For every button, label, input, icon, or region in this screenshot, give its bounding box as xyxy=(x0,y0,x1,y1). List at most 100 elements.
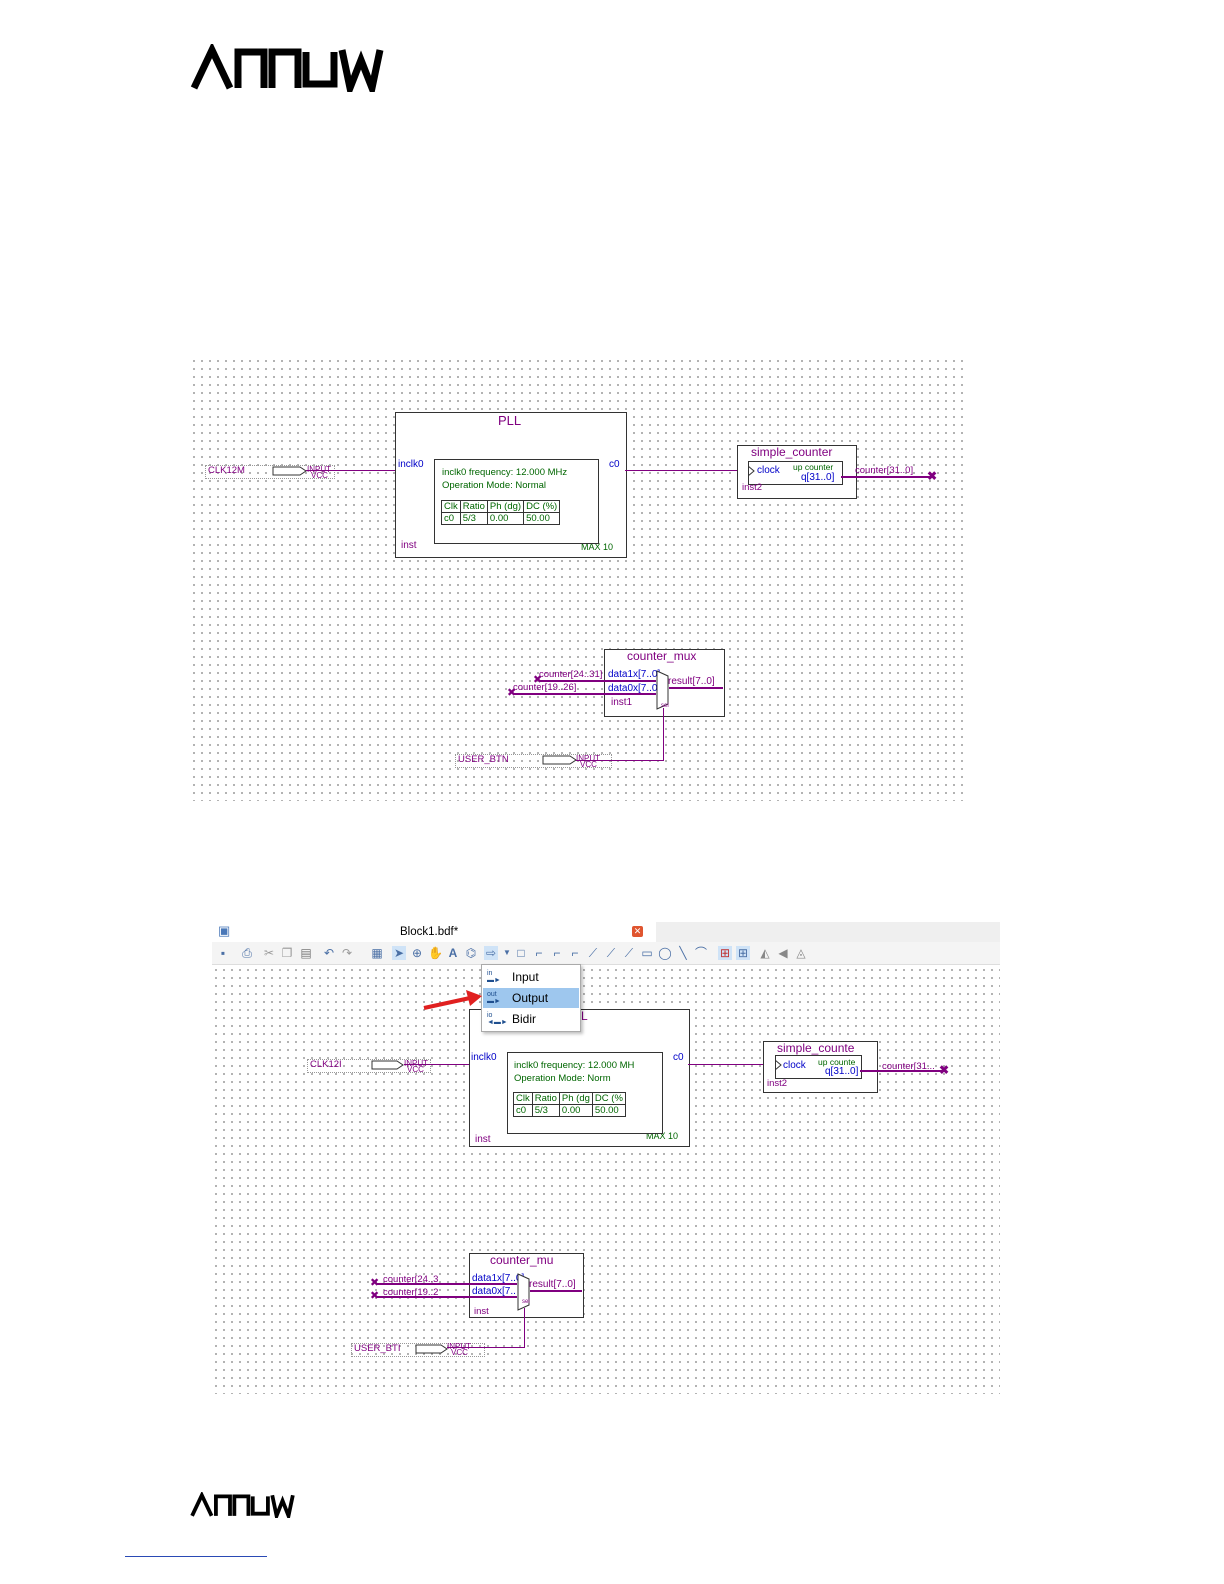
user-btn-pin-type: INPUT xyxy=(447,1343,471,1351)
pll-c0-port: c0 xyxy=(609,459,620,470)
sel-wire-horizontal xyxy=(576,760,663,761)
counter-clock-port: clock xyxy=(783,1060,806,1071)
diagonal-node-icon[interactable]: ⟋ xyxy=(588,946,598,960)
mux-data1-port: data1x[7..0] xyxy=(472,1273,525,1284)
table-header-cell: Ratio xyxy=(459,500,488,513)
c0-wire xyxy=(688,1064,763,1065)
oval-tool-icon[interactable]: ◯ xyxy=(658,946,672,960)
arrow-logo-icon xyxy=(190,1490,295,1523)
mux-data0-port: data0x[7..0] xyxy=(608,683,661,694)
rubberband-icon[interactable]: ⊞ xyxy=(736,946,750,960)
menu-item-label: Output xyxy=(512,991,549,1005)
counter-mux-title: counter_mu xyxy=(490,1253,554,1267)
counter-inst-label: inst2 xyxy=(742,482,763,493)
cut-icon[interactable]: ✂ xyxy=(263,946,275,960)
mux-in0-bus xyxy=(377,1296,517,1298)
close-tab-button[interactable]: ✕ xyxy=(632,926,643,937)
hand-tool-icon[interactable]: ✋ xyxy=(428,946,443,960)
input-pin-icon xyxy=(371,1060,404,1070)
mux-in1-label: counter[24..3 xyxy=(383,1274,439,1285)
counter-output-label: counter[31..0] xyxy=(855,465,914,476)
pll-inst-label: inst xyxy=(475,1134,491,1145)
pll-clock-table: Clk Ratio Ph (dg DC (% c0 5/3 0.00 50.00 xyxy=(513,1092,626,1117)
mux-sel-label: sel xyxy=(661,703,669,709)
symbol-insert-icon[interactable]: ⌬ xyxy=(465,946,477,960)
table-header-cell: Ph (dg) xyxy=(486,500,525,513)
sel-wire-vertical xyxy=(524,1308,525,1348)
line-tool-icon[interactable]: ╲ xyxy=(679,946,687,960)
clk-pin-name: CLK12I xyxy=(310,1059,342,1070)
partial-line-icon[interactable]: ⊞ xyxy=(718,946,732,960)
flip-vertical-icon[interactable]: ◀ xyxy=(778,946,788,960)
conduit-icon[interactable]: ⌐ xyxy=(571,946,579,960)
redo-icon[interactable]: ↷ xyxy=(341,946,353,960)
sel-wire-horizontal xyxy=(447,1347,524,1348)
clk-wire xyxy=(404,1064,469,1065)
simple-counter-inner xyxy=(748,461,843,485)
arrow-logo-header: ARROW xyxy=(190,41,386,101)
symbol-tool-icon[interactable]: ▦ xyxy=(371,946,383,960)
file-icon: ▣ xyxy=(218,923,231,938)
sel-wire-vertical xyxy=(663,708,664,761)
user-btn-input-pin[interactable] xyxy=(351,1343,485,1357)
table-cell: c0 xyxy=(513,1104,533,1117)
undo-icon[interactable]: ↶ xyxy=(323,946,335,960)
orthogonal-bus-icon[interactable]: ⌐ xyxy=(553,946,561,960)
text-tool-icon[interactable]: A xyxy=(448,946,458,960)
save-icon[interactable]: ▪ xyxy=(220,946,226,960)
user-btn-pin-type: INPUT xyxy=(576,754,600,763)
orthogonal-node-icon[interactable]: ⌐ xyxy=(535,946,543,960)
pll-inst-label: inst xyxy=(401,540,417,551)
rotate-icon[interactable]: ◬ xyxy=(796,946,806,960)
bus-end-x-icon: ✖ xyxy=(370,1290,380,1302)
arrow-logo-footer: ARROW xyxy=(189,1490,297,1523)
table-header-cell: Clk xyxy=(441,500,461,513)
counter-output-bus xyxy=(841,476,933,478)
input-pin-menu-icon: in▬► xyxy=(487,970,501,984)
user-btn-input-pin[interactable] xyxy=(455,754,612,768)
paste-icon[interactable]: ▤ xyxy=(300,946,312,960)
copy-icon[interactable]: ❐ xyxy=(281,946,293,960)
counter-output-label: counter[31... xyxy=(882,1061,935,1072)
counter-mux-title: counter_mux xyxy=(627,649,697,663)
mux-result-port: result[7..0] xyxy=(668,676,715,687)
menu-item-input[interactable]: in▬► Input xyxy=(483,967,579,987)
editor-tab-area-right xyxy=(656,922,1000,942)
menu-item-bidir[interactable]: io◄▬► Bidir xyxy=(483,1009,579,1029)
table-header-cell: DC (% xyxy=(591,1092,626,1105)
clk-input-pin[interactable] xyxy=(205,465,335,479)
table-header-cell: Ph (dg xyxy=(558,1092,593,1105)
pll-inclk-port: inclk0 xyxy=(471,1052,497,1063)
rectangle-shape-icon[interactable]: ▭ xyxy=(641,946,653,960)
mux-inst-label: inst1 xyxy=(611,697,633,708)
bus-end-x-icon: ✖ xyxy=(533,674,543,686)
pll-inclk-port: inclk0 xyxy=(398,459,424,470)
arc-tool-icon[interactable]: ⌒ xyxy=(694,946,707,960)
clk-pin-type: INPUT xyxy=(404,1060,428,1068)
clk-input-pin[interactable] xyxy=(307,1059,431,1073)
table-cell: 5/3 xyxy=(459,512,488,525)
mux-symbol-icon xyxy=(517,1273,530,1311)
menu-item-output[interactable]: out▬► Output xyxy=(483,988,579,1008)
table-cell: 5/3 xyxy=(531,1104,560,1117)
editor-tab-title[interactable]: Block1.bdf* xyxy=(400,926,459,938)
diagonal-bus-icon[interactable]: ⟋ xyxy=(606,946,616,960)
selection-tool-icon[interactable]: ➤ xyxy=(392,946,406,960)
diagonal-conduit-icon[interactable]: ⟋ xyxy=(624,946,634,960)
zoom-tool-icon[interactable]: ⊕ xyxy=(411,946,423,960)
mux-data0-port: data0x[7.. xyxy=(472,1286,516,1297)
input-pin-icon xyxy=(542,755,577,765)
mux-in1-bus xyxy=(539,680,656,682)
chevron-down-icon[interactable]: ▼ xyxy=(503,948,511,957)
clock-triangle-icon xyxy=(748,466,755,476)
pin-tool-icon[interactable]: ⇨ xyxy=(484,946,498,960)
mux-sel-label: sel xyxy=(522,1299,530,1305)
annotation-arrow-icon xyxy=(423,990,482,1010)
clk-pin-vcc: VCC xyxy=(407,1065,424,1074)
print-icon[interactable]: ⎙ xyxy=(242,946,252,960)
user-btn-pin-name: USER_BTN xyxy=(458,754,509,765)
counter-output-bus xyxy=(860,1070,945,1072)
flip-horizontal-icon[interactable]: ◭ xyxy=(760,946,770,960)
counter-inst-label: inst2 xyxy=(767,1078,788,1089)
rectangle-tool-icon[interactable]: □ xyxy=(517,946,525,960)
